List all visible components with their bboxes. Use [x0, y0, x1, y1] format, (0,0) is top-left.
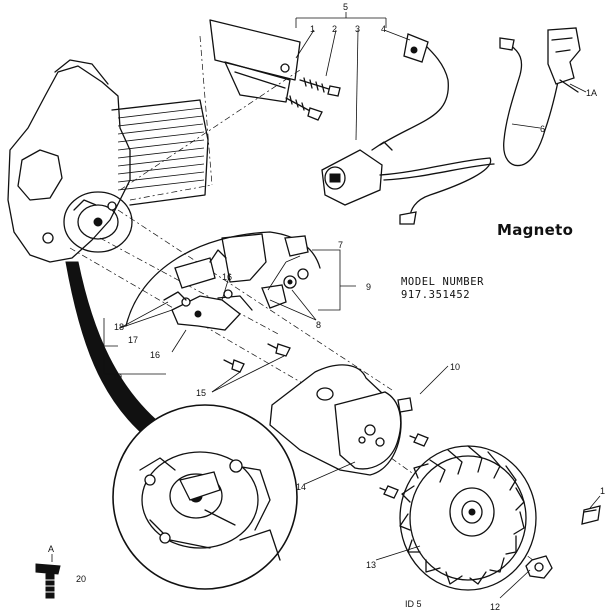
callout-6: 6: [540, 124, 545, 134]
callout-9: 9: [366, 282, 371, 292]
callout-16-lower: 16: [150, 350, 160, 360]
inset-detail: [65, 261, 298, 590]
callout-1a: 1A: [586, 88, 597, 98]
screw-2: [299, 77, 341, 97]
callout-4: 4: [381, 24, 386, 34]
flywheel: [399, 445, 537, 591]
screws-15: [223, 343, 291, 373]
callout-12: 12: [490, 602, 500, 612]
callout-7: 7: [338, 240, 343, 250]
callout-20: 20: [76, 574, 86, 584]
callout-3: 3: [355, 24, 360, 34]
callout-8: 8: [316, 320, 321, 330]
model-number-label: MODEL NUMBER: [401, 276, 485, 288]
cover-plate: [269, 364, 402, 476]
diagram-title: Magneto: [497, 221, 574, 239]
key-10: [379, 397, 429, 499]
breaker-bracket: [209, 19, 301, 103]
callout-15: 15: [196, 388, 206, 398]
callout-1: 1: [600, 486, 605, 496]
model-number-block: MODEL NUMBER 917.351452: [401, 276, 484, 302]
engine-housing: [7, 59, 209, 263]
callout-10: 10: [450, 362, 460, 372]
callout-13: 13: [366, 560, 376, 570]
callout-labels: 5 1 2 3 4 1A 6 7 9 8 16 18 17 16 19 15 1…: [48, 2, 605, 612]
callout-14: 14: [296, 482, 306, 492]
ignition-coil: [321, 33, 495, 225]
screw-lower: [285, 95, 323, 121]
callout-18: 18: [114, 322, 124, 332]
washer-1: [581, 505, 601, 525]
callout-1-top: 1: [310, 24, 315, 34]
callout-17: 17: [128, 335, 138, 345]
callout-5: 5: [343, 2, 348, 12]
stop-switch-wire: [499, 27, 581, 167]
leader-lines: [51, 12, 601, 599]
breaker-plate: [125, 231, 321, 331]
callout-16-upper: 16: [222, 272, 232, 282]
model-number-value: 917.351452: [401, 289, 471, 301]
callout-19: 19: [112, 372, 122, 382]
callout-a: A: [48, 544, 54, 554]
nut-12: [525, 555, 553, 579]
screw-20: [35, 563, 61, 599]
callout-2: 2: [332, 24, 337, 34]
footer-code: ID 5: [405, 599, 422, 609]
